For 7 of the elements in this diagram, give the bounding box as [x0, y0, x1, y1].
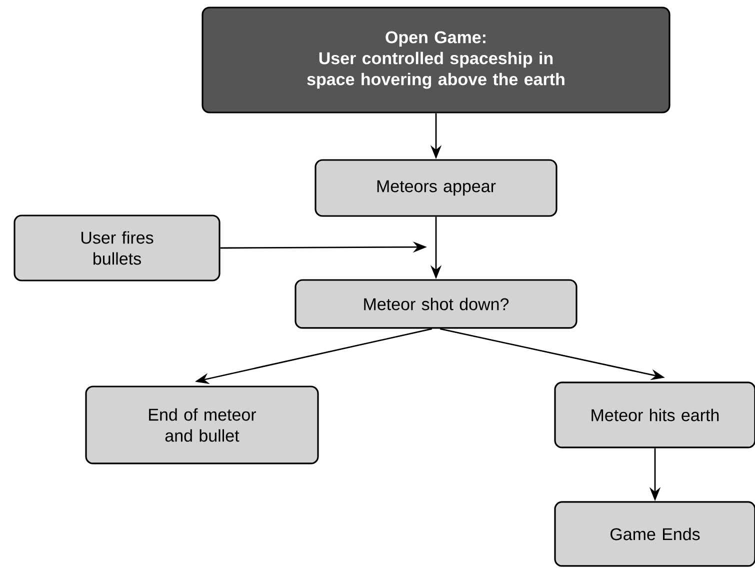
process-box: End of meteor and bullet [85, 386, 319, 464]
process-box: Meteor hits earth [554, 382, 755, 448]
process-box: Open Game: User controlled spaceship in space hovering above the earth [202, 6, 670, 114]
process-box: User fires bullets [14, 214, 220, 282]
process-box: Meteor shot down? [294, 279, 578, 329]
process-box: Meteors appear [314, 159, 558, 217]
process-box: Game Ends [554, 501, 755, 567]
